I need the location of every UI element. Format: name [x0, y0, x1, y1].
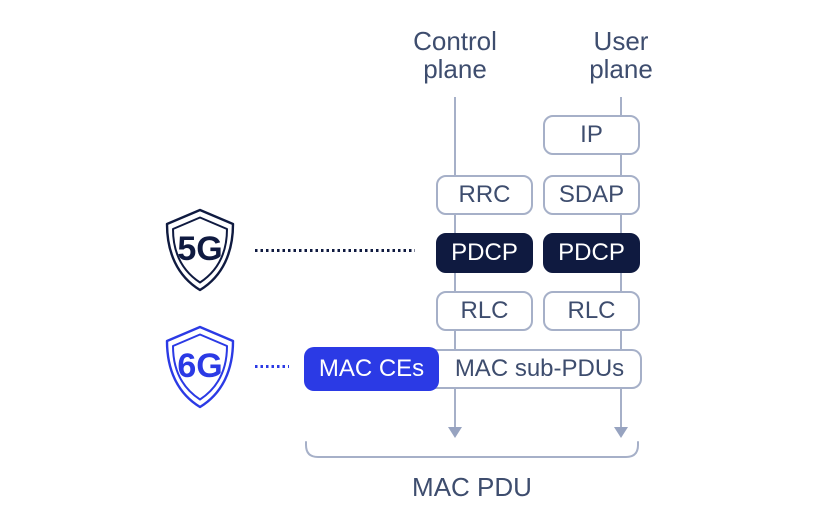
mac-ces-box: MAC CEs: [304, 347, 439, 391]
mac-pdu-bracket: [305, 441, 639, 458]
rrc-box: RRC: [436, 175, 533, 215]
pdcp-control-box: PDCP: [436, 233, 533, 273]
user-plane-arrow-icon: [614, 427, 628, 438]
dotted-connector-6g: [255, 365, 289, 368]
rlc-control-box: RLC: [436, 291, 533, 331]
shield-6g-label: 6G: [177, 347, 222, 385]
mac-sub-pdus-label: MAC sub-PDUs: [454, 355, 625, 382]
shield-5g-icon: 5G: [165, 208, 235, 292]
ip-box: IP: [543, 115, 640, 155]
shield-6g-icon: 6G: [165, 325, 235, 409]
control-plane-arrow-icon: [448, 427, 462, 438]
rlc-user-box: RLC: [543, 291, 640, 331]
pdcp-user-box: PDCP: [543, 233, 640, 273]
shield-5g-label: 5G: [177, 230, 222, 268]
mac-pdu-label: MAC PDU: [412, 472, 532, 502]
sdap-box: SDAP: [543, 175, 640, 215]
dotted-connector-5g: [255, 249, 415, 252]
user-plane-header: User plane: [589, 26, 653, 84]
control-plane-header: Control plane: [413, 26, 497, 84]
